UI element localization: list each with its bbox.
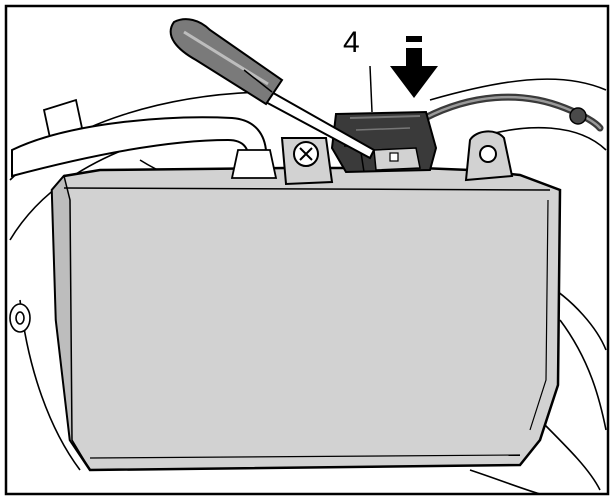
module-top-edge (63, 187, 551, 191)
mounting-tab (464, 130, 514, 182)
hose-clip (230, 149, 278, 179)
screwdriver (169, 18, 376, 160)
wire-harness-highlight (423, 95, 602, 130)
callout-leader (369, 65, 373, 113)
module-housing-side (51, 174, 91, 471)
module-bottom-edge (89, 454, 521, 459)
wire-end (569, 107, 587, 125)
callout-label: 4 (343, 26, 360, 59)
module-right-edge (529, 199, 549, 431)
push-arrow (390, 36, 438, 98)
module-housing (50, 166, 562, 472)
mounting-screw (280, 137, 334, 186)
background-bolt (9, 303, 31, 333)
